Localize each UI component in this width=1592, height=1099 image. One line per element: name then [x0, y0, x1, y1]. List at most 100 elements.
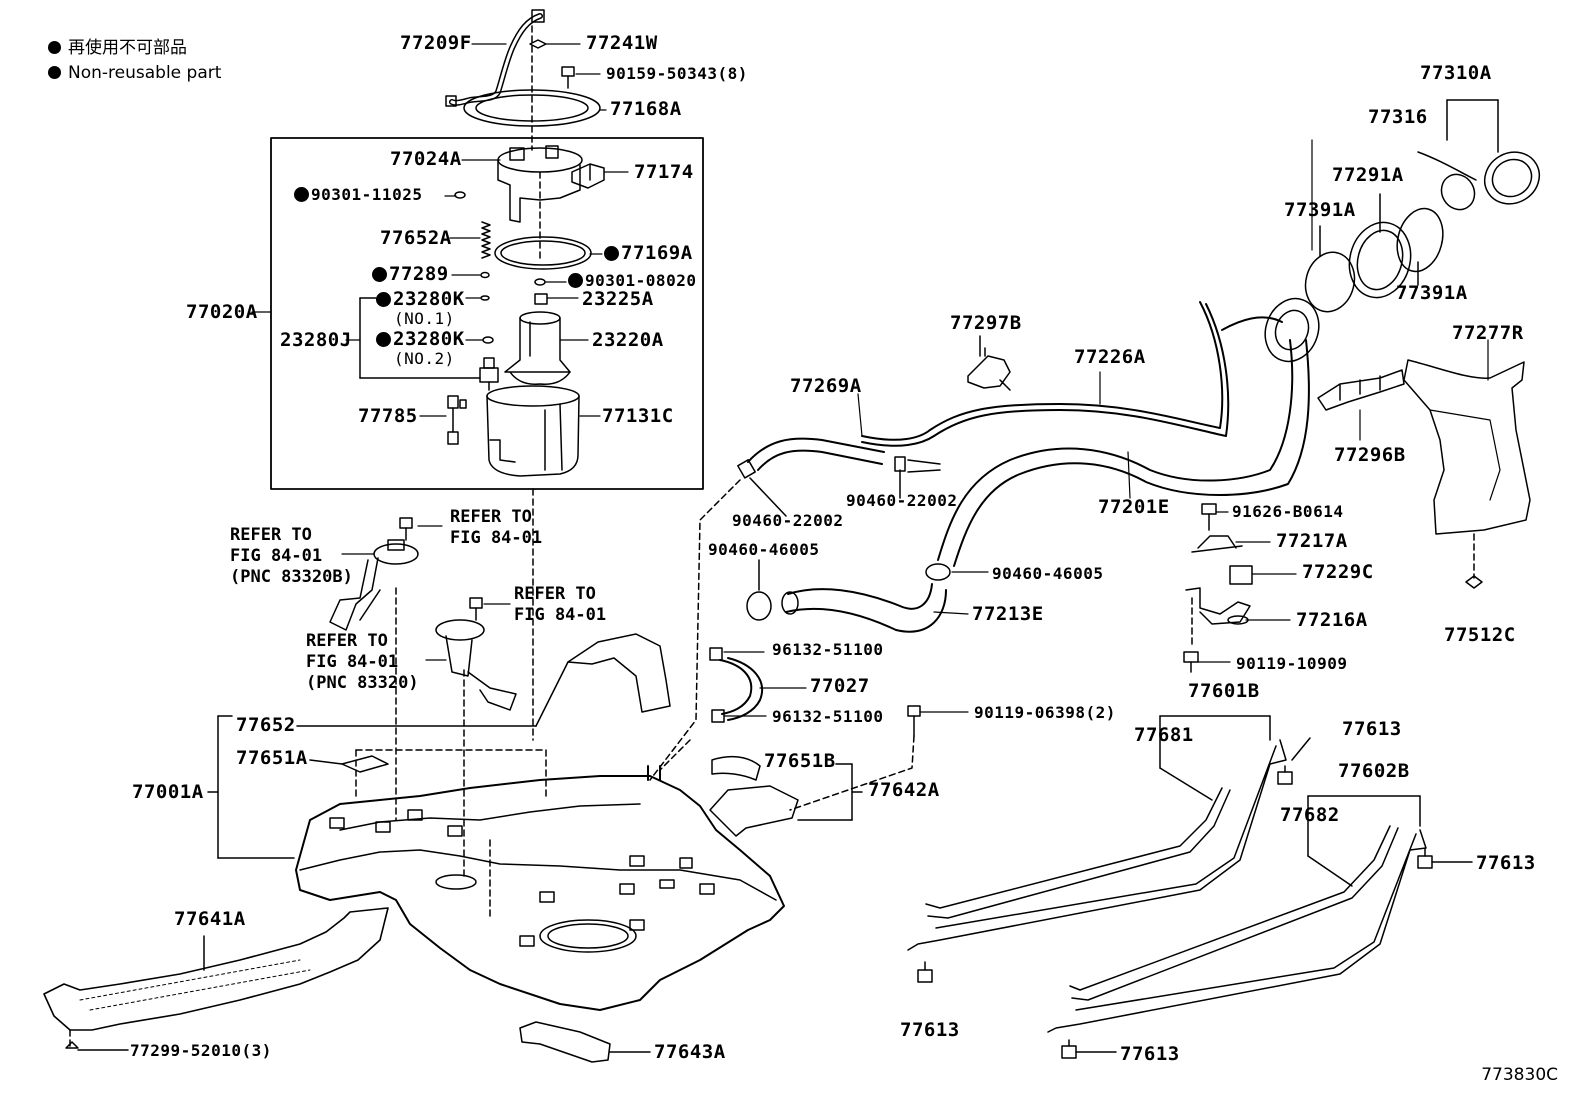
- label-96132-51100-a: 96132-51100: [772, 640, 884, 659]
- legend-jp: 再使用不可部品: [48, 36, 221, 61]
- oring-90301-08020: [534, 278, 546, 286]
- inlet-77291A: [1348, 221, 1412, 299]
- non-reusable-dot-icon: [376, 292, 391, 307]
- oring-23280K-2: [482, 336, 494, 344]
- bolt-90119-06398: [907, 705, 921, 737]
- label-77201E: 77201E: [1098, 496, 1170, 518]
- suction-hose-77209F: [445, 9, 545, 107]
- label-77613-c: 77613: [900, 1019, 960, 1041]
- label-23225A: 23225A: [582, 288, 654, 310]
- label-77613-a: 77613: [1342, 718, 1402, 740]
- label-77602B: 77602B: [1338, 760, 1410, 782]
- bracket-77296B: [1317, 369, 1405, 411]
- part-77174: [571, 163, 605, 189]
- leader-lines: [251, 43, 1489, 717]
- refer-line: REFER TO: [514, 584, 596, 604]
- refer-note-2: REFER TO FIG 84-01: [450, 507, 542, 549]
- hose-77213E: [787, 583, 933, 610]
- non-reusable-dot-icon: [568, 273, 583, 288]
- label-77391A-2: 77391A: [1396, 282, 1468, 304]
- oring-77289: [480, 271, 490, 279]
- protector-77642A: [709, 785, 799, 837]
- tube-77027: [719, 659, 753, 715]
- refer-line: FIG 84-01: [306, 652, 399, 672]
- refer-line: FIG 84-01: [450, 528, 543, 548]
- sender-77785: [447, 395, 467, 445]
- label-77226A: 77226A: [1074, 346, 1146, 368]
- reservoir-cup-77131C: [486, 385, 580, 477]
- strap-77602B: [1047, 825, 1427, 1033]
- label-77174: 77174: [634, 161, 694, 183]
- label-77229C: 77229C: [1302, 561, 1374, 583]
- label-77651B: 77651B: [764, 750, 836, 772]
- label-77168A: 77168A: [610, 98, 682, 120]
- clip-96132-51100-a: [709, 647, 723, 661]
- fuel-tank-77001A: [295, 765, 785, 1011]
- label-77601B: 77601B: [1188, 680, 1260, 702]
- bolt-90159: [561, 66, 575, 89]
- clamp-90460-46005-a: [746, 591, 772, 621]
- label-77297B: 77297B: [950, 312, 1022, 334]
- label-77001A: 77001A: [132, 781, 204, 803]
- nut-77613-b: [1417, 847, 1433, 869]
- nut-77613-d: [1061, 1039, 1077, 1059]
- label-90301-11025: 90301-11025: [294, 187, 422, 203]
- label-77216A: 77216A: [1296, 609, 1368, 631]
- refer-note-1: REFER TO FIG 84-01 (PNC 83320B): [230, 525, 353, 588]
- label-no2: (NO.2): [394, 349, 455, 368]
- non-reusable-dot-icon: [376, 332, 391, 347]
- legend-en: Non-reusable part: [48, 61, 221, 86]
- figure-code: 773830C: [1481, 1065, 1558, 1085]
- oring-77169A: [494, 236, 592, 270]
- spring-77652A: [481, 221, 491, 259]
- label-90119-06398: 90119-06398(2): [974, 703, 1116, 722]
- label-77641A: 77641A: [174, 908, 246, 930]
- fuel-filter-23220A: [504, 311, 571, 385]
- label-90159: 90159-50343(8): [606, 64, 748, 83]
- ring-77391A-1: [1304, 251, 1356, 313]
- label-90301-08020: 90301-08020: [568, 273, 696, 289]
- regulator-23280J: [479, 357, 499, 391]
- label-77652: 77652: [236, 714, 296, 736]
- clamp-90460-22002-a: [737, 459, 756, 479]
- label-96132-51100-b: 96132-51100: [772, 707, 884, 726]
- label-77652A: 77652A: [380, 227, 452, 249]
- label-77027: 77027: [810, 675, 870, 697]
- nut-77613-c: [917, 961, 933, 983]
- fuel-pump-assembly-frame: [270, 137, 704, 490]
- label-23280K-2: 23280K: [376, 330, 465, 349]
- label-77682: 77682: [1280, 804, 1340, 826]
- refer-note-4: REFER TO FIG 84-01 (PNC 83320): [306, 631, 419, 694]
- label-77024A: 77024A: [390, 148, 462, 170]
- label-77613-b: 77613: [1476, 852, 1536, 874]
- non-reusable-dot-icon: [604, 246, 619, 261]
- label-77651A: 77651A: [236, 747, 308, 769]
- bolt-90119-10909: [1183, 651, 1199, 673]
- label-91626: 91626-B0614: [1232, 502, 1344, 521]
- refer-line: FIG 84-01: [514, 605, 607, 625]
- clip-77229C: [1229, 565, 1253, 585]
- protector-77277R: [1403, 359, 1531, 535]
- vent-hose-77269A: [747, 437, 885, 463]
- ring-77391A-2: [1396, 207, 1444, 273]
- breather-tube-77226A: [861, 301, 1224, 441]
- label-90460-46005-a: 90460-46005: [708, 540, 820, 559]
- label-90119-10909: 90119-10909: [1236, 654, 1348, 673]
- refer-line: (PNC 83320B): [230, 567, 353, 587]
- label-77217A: 77217A: [1276, 530, 1348, 552]
- label-77020A: 77020A: [186, 301, 258, 323]
- label-77643A: 77643A: [654, 1041, 726, 1063]
- non-reusable-dot-icon: [372, 267, 387, 282]
- refer-line: REFER TO: [230, 525, 312, 545]
- label-77131C: 77131C: [602, 405, 674, 427]
- clip-77299: [65, 1041, 79, 1049]
- label-77613-d: 77613: [1120, 1043, 1180, 1065]
- label-23280K-1: 23280K: [376, 290, 465, 309]
- label-77310A: 77310A: [1420, 62, 1492, 84]
- protector-77641A: [43, 907, 389, 1031]
- nut-77613-a: [1277, 765, 1293, 785]
- filler-pipe-77201E: [937, 339, 1294, 561]
- bracket-77217A: [1191, 535, 1243, 553]
- oring-90301-11025: [454, 191, 466, 199]
- label-23220A: 23220A: [592, 329, 664, 351]
